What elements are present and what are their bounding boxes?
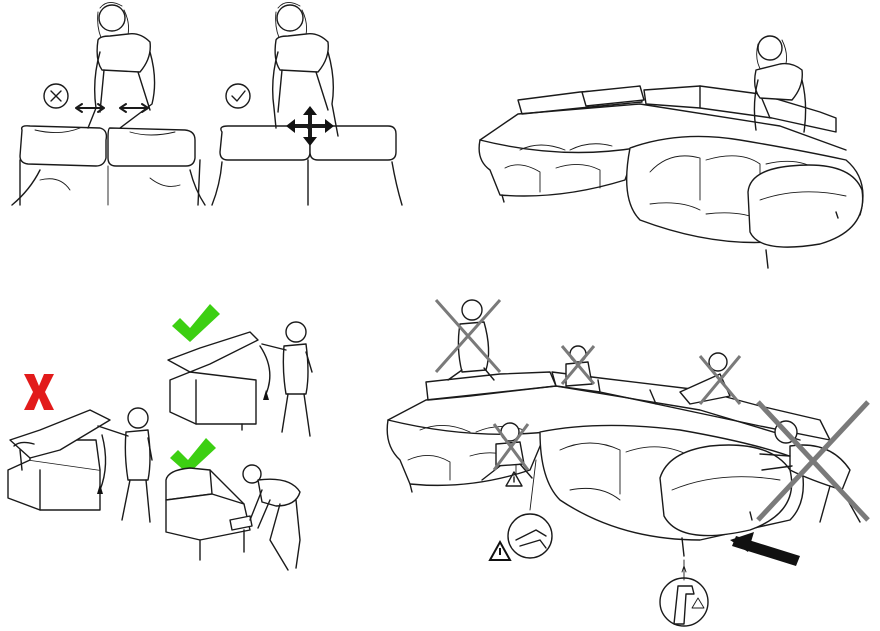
panel-cushion-alignment xyxy=(12,2,402,205)
sofa-storage-wrong xyxy=(8,408,152,522)
corner-sofa-icon xyxy=(479,36,863,268)
panel-forbidden-uses xyxy=(387,300,868,626)
correct-circle-check-icon xyxy=(226,84,250,108)
person-icon xyxy=(243,465,300,570)
green-check-icon xyxy=(172,304,220,342)
wrong-circle-x-icon xyxy=(44,84,68,108)
leg-hazard-icon xyxy=(660,578,708,626)
sofa-cushions-aligned xyxy=(212,2,402,205)
person-icon xyxy=(273,2,338,136)
red-x-icon xyxy=(24,374,54,410)
sofa-storage-correct-2 xyxy=(166,465,300,570)
push-arrow-icon xyxy=(730,532,800,566)
panel-opening-storage xyxy=(8,304,312,570)
horizontal-arrows-icon xyxy=(76,104,148,112)
finger-pinch-icon xyxy=(508,514,552,558)
warning-triangle-icon xyxy=(490,542,510,560)
large-corner-sofa xyxy=(387,372,830,556)
sofa-cushions-misaligned xyxy=(12,2,205,205)
panel-smoothing-upholstery xyxy=(479,36,863,268)
